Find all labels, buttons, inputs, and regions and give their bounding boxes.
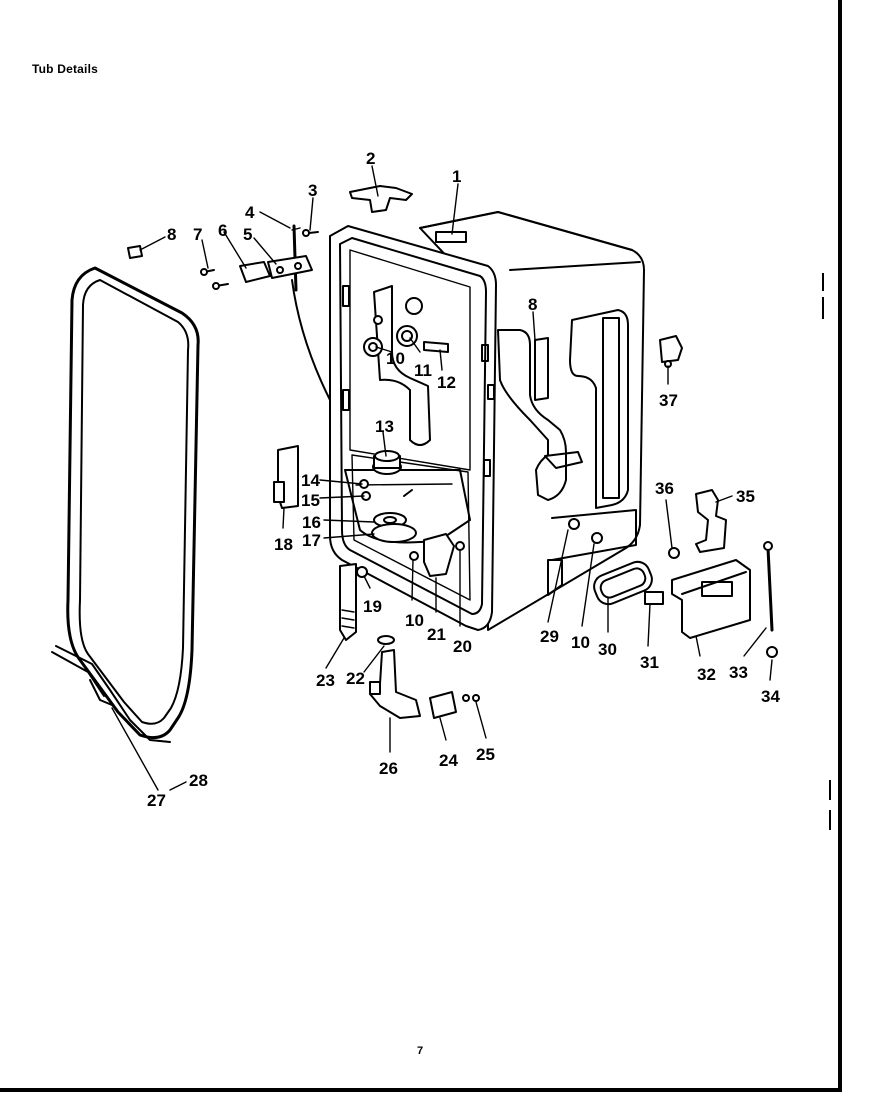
callout-18: 18 [274,535,293,554]
callout-14: 14 [301,471,320,490]
callout-6: 6 [218,221,227,240]
callout-labels: 1 2 3 4 5 6 7 8 8 10 11 12 13 14 15 16 1… [147,149,780,810]
callout-28: 28 [189,771,208,790]
callout-22: 22 [346,669,365,688]
callout-11: 11 [414,361,432,380]
page-number: 7 [417,1045,424,1057]
callout-13: 13 [375,417,394,436]
callout-15: 15 [301,491,320,510]
margin-mark [822,273,824,291]
callout-5: 5 [243,225,252,244]
callout-19: 19 [363,597,382,616]
page-border-right [838,0,842,1092]
callout-2: 2 [366,149,375,168]
callout-27: 27 [147,791,166,810]
callout-26: 26 [379,759,398,778]
callout-37: 37 [659,391,678,410]
callout-16: 16 [302,513,321,532]
callout-32: 32 [697,665,716,684]
leader-lines [111,165,773,791]
callout-23: 23 [316,671,335,690]
callout-30: 30 [598,640,617,659]
callout-25: 25 [476,745,495,764]
callout-29: 29 [540,627,559,646]
callout-12: 12 [437,373,456,392]
margin-mark [829,780,831,800]
callout-1: 1 [452,167,461,186]
callout-8: 8 [167,225,176,244]
door-gasket [51,266,200,743]
callout-10b: 10 [405,611,424,630]
callout-10c: 10 [571,633,590,652]
callout-36: 36 [655,479,674,498]
callout-20: 20 [453,637,472,656]
small-parts [127,185,778,719]
callout-33: 33 [729,663,748,682]
callout-3: 3 [308,181,317,200]
margin-mark [829,810,831,830]
callout-31: 31 [640,653,659,672]
callout-4: 4 [245,203,255,222]
tub-body [419,211,645,631]
page-title: Tub Details [32,62,98,76]
callout-34: 34 [761,687,780,706]
callout-17: 17 [302,531,321,550]
callout-7: 7 [193,225,202,244]
margin-mark [822,297,824,319]
page-border-bottom [0,1088,842,1092]
callout-24: 24 [439,751,458,770]
callout-10: 10 [386,349,405,368]
callout-35: 35 [736,487,755,506]
tub-front-frame [329,225,497,631]
callout-21: 21 [427,625,446,644]
callout-8b: 8 [528,295,537,314]
